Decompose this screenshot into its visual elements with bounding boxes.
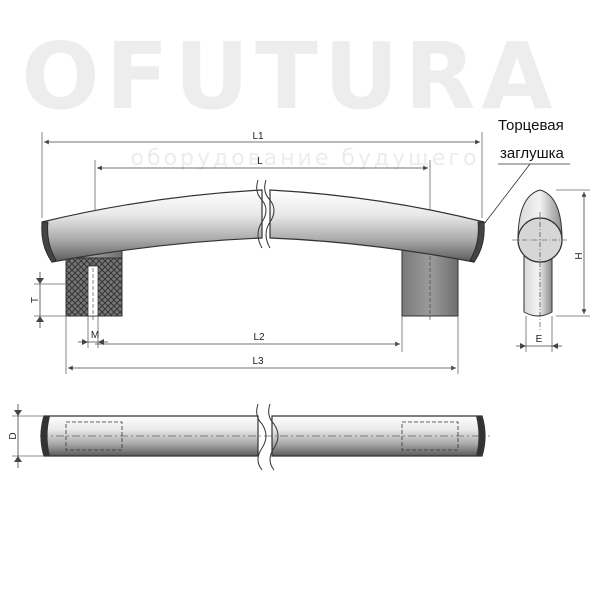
watermark-tagline: оборудование будущего [131,146,480,171]
dim-label-l2: L2 [253,332,265,343]
dim-label-m: M [91,330,99,341]
dim-label-l3: L3 [252,356,264,367]
end-cap-right [469,221,485,263]
side-view: H E [512,189,590,352]
callout-end-cap-line2: заглушка [500,145,565,162]
dim-label-t: T [30,297,41,303]
watermark-brand: OFUTURA [21,23,558,130]
callout-end-cap-line1: Торцевая [498,117,564,134]
dim-label-l1: L1 [252,131,264,142]
top-mount-right [401,421,459,451]
front-view: L1 L T [30,131,485,374]
top-mount-left [65,421,123,451]
curved-bar-right [269,189,485,263]
end-cap-left [41,221,57,263]
dim-label-d: D [8,432,19,439]
top-view: D [8,403,490,471]
dim-label-h: H [574,252,585,259]
curved-bar-left [41,189,263,263]
dim-label-e: E [536,334,543,345]
dim-label-l: L [257,156,263,167]
callout-leader [483,163,531,225]
